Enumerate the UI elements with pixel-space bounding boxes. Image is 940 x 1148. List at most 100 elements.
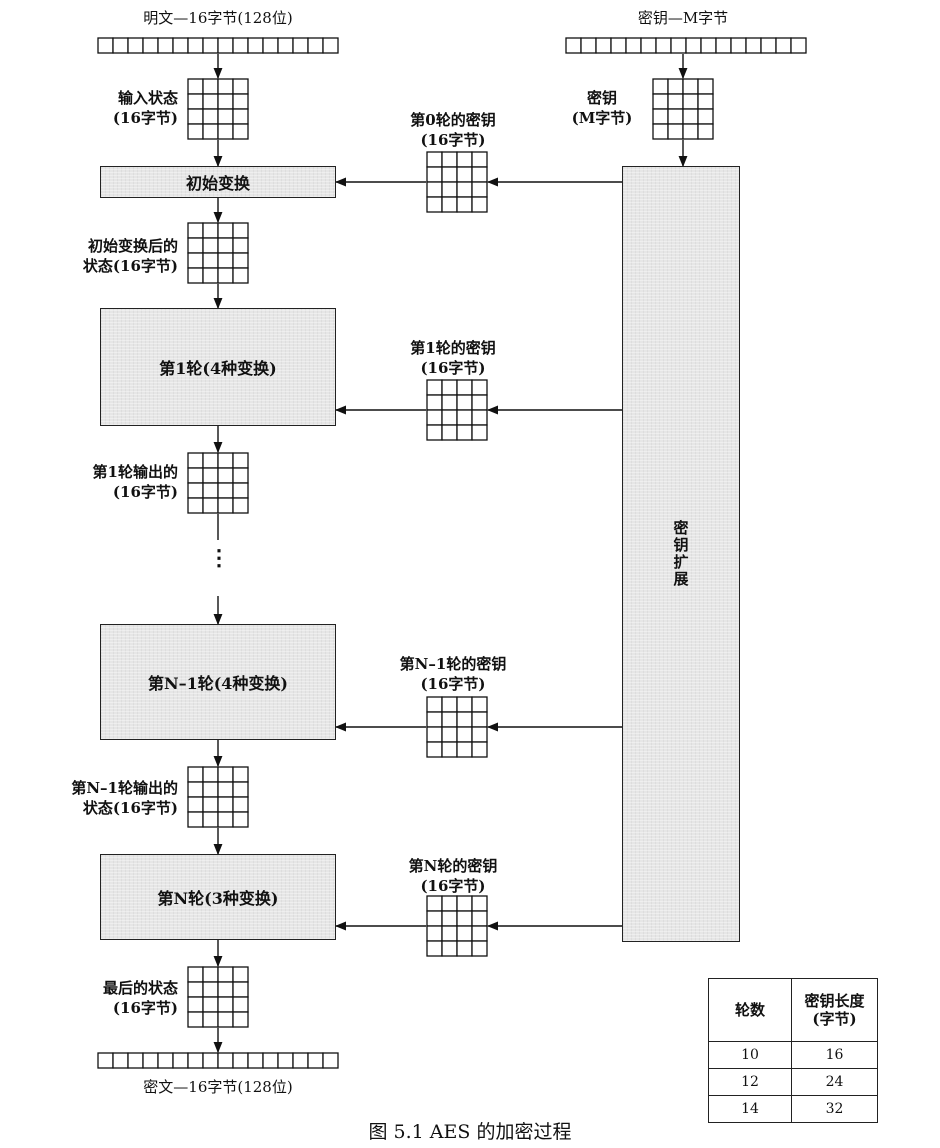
grid-cell (426, 151, 443, 168)
final-state-label: 最后的状态 (16字节) (40, 978, 178, 1018)
round-key-n-label: 第N轮的密钥 (16字节) (388, 856, 518, 896)
key-bytes-line1: 密钥 (586, 89, 617, 107)
grid-cell (697, 78, 714, 95)
final-state-line1: 最后的状态 (102, 979, 178, 997)
grid-cell (471, 181, 488, 198)
grid-cell (697, 108, 714, 125)
grid-cell (202, 93, 219, 110)
grid-cell (471, 895, 488, 912)
grid-cell (187, 996, 204, 1013)
byte-cell (292, 37, 309, 54)
after-initial-label: 初始变换后的 状态(16字节) (40, 236, 178, 276)
grid-cell (202, 781, 219, 798)
byte-cell (157, 1052, 174, 1069)
grid-cell (471, 409, 488, 426)
grid-cell (682, 78, 699, 95)
header-rounds: 轮数 (708, 978, 792, 1042)
byte-cell (187, 37, 204, 54)
grid-cell (441, 181, 458, 198)
grid-cell (187, 981, 204, 998)
grid-cell (652, 108, 669, 125)
grid-cell (187, 452, 204, 469)
grid-cell (232, 78, 249, 95)
plaintext-byte-strip (97, 37, 339, 54)
round-1-output-line2: (16字节) (112, 483, 178, 501)
round-key-1-label: 第1轮的密钥 (16字节) (388, 338, 518, 378)
grid-cell (456, 925, 473, 942)
grid-cell (187, 237, 204, 254)
grid-cell (456, 394, 473, 411)
grid-cell (202, 796, 219, 813)
round-key-n1-line1: 第N–1轮的密钥 (399, 655, 507, 673)
round-key-n1-label: 第N–1轮的密钥 (16字节) (378, 654, 528, 694)
header-key-length: 密钥长度(字节) (791, 978, 878, 1042)
round-key-n-line1: 第N轮的密钥 (408, 857, 498, 875)
round-key-n1-grid (426, 696, 488, 758)
grid-cell (187, 811, 204, 828)
grid-cell (441, 910, 458, 927)
grid-cell (217, 108, 234, 125)
grid-cell (441, 726, 458, 743)
ellipsis: ⋮ (208, 545, 230, 571)
grid-cell (471, 696, 488, 713)
after-initial-line2: 状态(16字节) (82, 257, 178, 275)
round-key-1-grid (426, 379, 488, 441)
grid-cell (217, 497, 234, 514)
round-key-1-line2: (16字节) (420, 359, 486, 377)
byte-cell (97, 1052, 114, 1069)
rounds-cell: 10 (708, 1041, 792, 1069)
grid-cell (471, 424, 488, 441)
ciphertext-label: 密文—16字节(128位) (143, 1078, 293, 1096)
grid-cell (426, 940, 443, 957)
grid-cell (217, 123, 234, 140)
byte-cell (97, 37, 114, 54)
grid-cell (232, 766, 249, 783)
grid-cell (217, 781, 234, 798)
grid-cell (232, 267, 249, 284)
byte-cell (127, 1052, 144, 1069)
grid-cell (202, 766, 219, 783)
round-key-n-grid (426, 895, 488, 957)
byte-cell (172, 37, 189, 54)
grid-cell (202, 123, 219, 140)
grid-cell (232, 467, 249, 484)
grid-cell (441, 925, 458, 942)
grid-cell (426, 741, 443, 758)
grid-cell (667, 93, 684, 110)
byte-cell (262, 37, 279, 54)
round-1-output-label: 第1轮输出的 (16字节) (40, 462, 178, 502)
grid-cell (426, 895, 443, 912)
grid-cell (456, 166, 473, 183)
byte-cell (292, 1052, 309, 1069)
grid-cell (471, 394, 488, 411)
grid-cell (471, 166, 488, 183)
grid-cell (202, 252, 219, 269)
grid-cell (652, 93, 669, 110)
grid-cell (217, 78, 234, 95)
grid-cell (471, 940, 488, 957)
round-1-output-grid (187, 452, 249, 514)
byte-cell (277, 37, 294, 54)
grid-cell (456, 711, 473, 728)
grid-cell (232, 452, 249, 469)
grid-cell (456, 895, 473, 912)
byte-cell (172, 1052, 189, 1069)
grid-cell (232, 796, 249, 813)
grid-cell (426, 711, 443, 728)
round-key-0-label: 第0轮的密钥 (16字节) (388, 110, 518, 150)
grid-cell (202, 482, 219, 499)
grid-cell (471, 726, 488, 743)
byte-cell (685, 37, 702, 54)
grid-cell (682, 108, 699, 125)
grid-cell (456, 409, 473, 426)
grid-cell (187, 123, 204, 140)
grid-cell (456, 424, 473, 441)
byte-cell (760, 37, 777, 54)
grid-cell (232, 781, 249, 798)
grid-cell (202, 222, 219, 239)
byte-cell (127, 37, 144, 54)
grid-cell (682, 93, 699, 110)
grid-cell (441, 196, 458, 213)
grid-cell (187, 482, 204, 499)
